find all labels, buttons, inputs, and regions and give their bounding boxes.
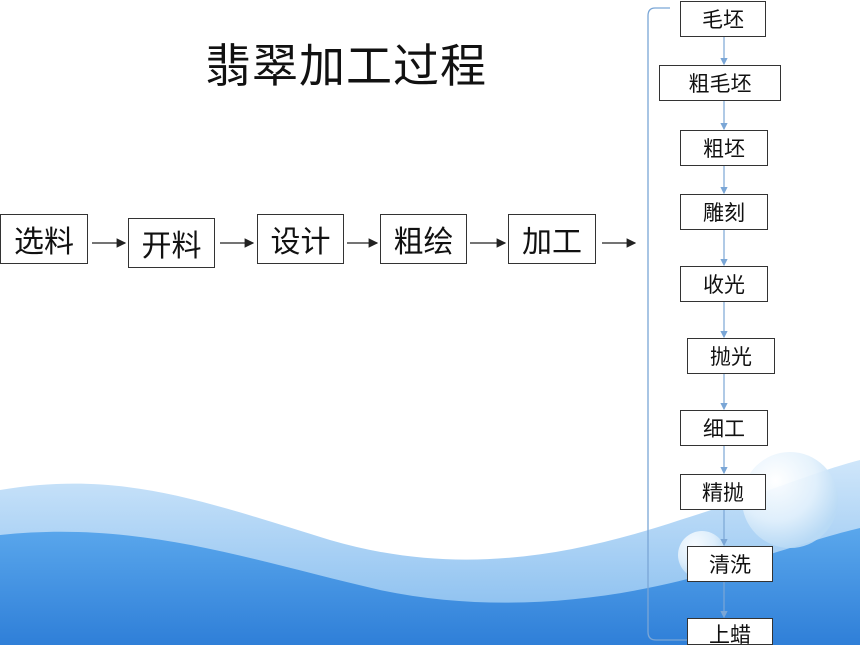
- main-step-5: 加工: [508, 214, 596, 264]
- main-step-4: 粗绘: [380, 214, 467, 264]
- main-step-1: 选料: [0, 214, 88, 264]
- detail-step-5: 收光: [680, 266, 768, 302]
- main-step-2: 开料: [128, 218, 215, 268]
- detail-step-4: 雕刻: [680, 194, 768, 230]
- detail-step-10: 上蜡: [687, 618, 773, 647]
- detail-step-9: 清洗: [687, 546, 773, 582]
- wave-dark: [0, 528, 860, 645]
- detail-step-2: 粗毛坯: [659, 65, 781, 101]
- main-step-3: 设计: [257, 214, 344, 264]
- detail-step-3: 粗坯: [680, 130, 768, 166]
- bubble-large: [742, 452, 838, 548]
- detail-step-1: 毛坯: [680, 1, 766, 37]
- detail-step-6: 抛光: [687, 338, 775, 374]
- diagram-title: 翡翠加工过程: [205, 39, 487, 93]
- detail-step-8: 精抛: [680, 474, 766, 510]
- detail-step-7: 细工: [680, 410, 768, 446]
